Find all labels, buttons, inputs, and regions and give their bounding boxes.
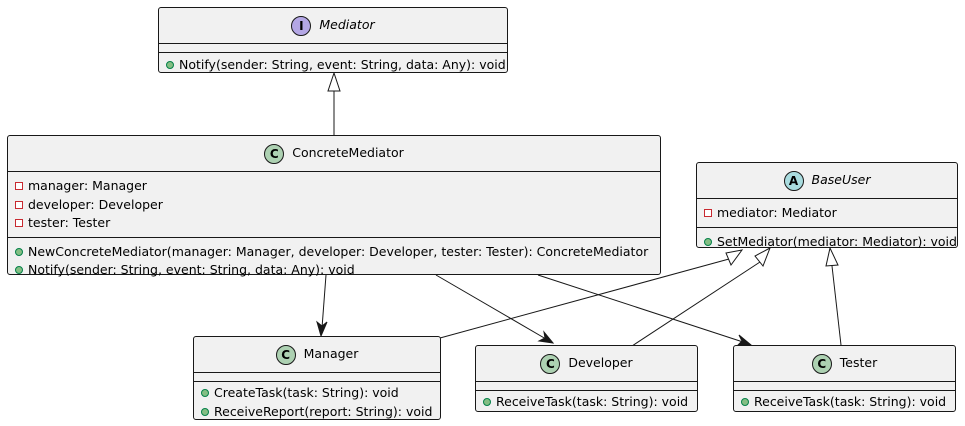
methods-section: ReceiveTask(task: String): void	[734, 391, 955, 416]
class-name: Mediator	[319, 17, 375, 33]
fields-section: mediator: Mediator	[697, 199, 957, 228]
class-name: Tester	[839, 355, 878, 371]
method-signature: SetMediator(mediator: Mediator): void	[717, 233, 957, 249]
field-row: mediator: Mediator	[704, 204, 957, 223]
method-signature: ReceiveTask(task: String): void	[496, 394, 689, 409]
public-visibility-icon	[15, 247, 23, 256]
edge-concretemediator-to-developer	[435, 274, 547, 340]
public-visibility-icon	[201, 389, 209, 398]
fields-section	[194, 373, 440, 382]
fields-section: manager: Manager developer: Developer te…	[8, 172, 660, 238]
private-visibility-icon	[15, 200, 23, 209]
public-visibility-icon	[166, 61, 174, 70]
method-row: Notify(sender: String, event: String, da…	[166, 56, 507, 75]
class-name: ConcreteMediator	[292, 145, 404, 161]
class-badge-icon: C	[540, 353, 561, 374]
private-visibility-icon	[704, 209, 712, 218]
class-box-tester[interactable]: C Tester ReceiveTask(task: String): void	[733, 345, 956, 412]
arrow-head	[537, 330, 555, 344]
method-row: ReceiveTask(task: String): void	[483, 393, 697, 412]
public-visibility-icon	[201, 407, 209, 416]
methods-section: Notify(sender: String, event: String, da…	[159, 53, 507, 79]
method-row: NewConcreteMediator(manager: Manager, de…	[15, 243, 660, 262]
public-visibility-icon	[15, 266, 23, 275]
class-box-concretemediator[interactable]: C ConcreteMediator manager: Manager deve…	[7, 135, 661, 276]
method-row: Notify(sender: String, event: String, da…	[15, 261, 660, 280]
interface-badge-icon: I	[291, 15, 312, 36]
fields-section	[734, 382, 955, 391]
fields-section	[476, 382, 697, 391]
method-signature: ReceiveReport(report: String): void	[214, 403, 433, 419]
method-row: CreateTask(task: String): void	[201, 384, 440, 403]
method-signature: Notify(sender: String, event: String, da…	[28, 262, 355, 277]
methods-section: ReceiveTask(task: String): void	[476, 391, 697, 416]
class-box-developer[interactable]: C Developer ReceiveTask(task: String): v…	[475, 345, 698, 412]
field-row: developer: Developer	[15, 196, 660, 215]
edge-tester-to-baseuser	[831, 265, 842, 346]
class-name: Developer	[568, 355, 633, 371]
methods-section: SetMediator(mediator: Mediator): void	[697, 228, 957, 256]
class-badge-icon: C	[275, 344, 296, 365]
field-signature: manager: Manager	[28, 178, 147, 193]
arrow-head	[316, 320, 328, 338]
method-signature: NewConcreteMediator(manager: Manager, de…	[28, 243, 649, 259]
methods-section: CreateTask(task: String): void ReceiveRe…	[194, 382, 440, 425]
fields-section	[159, 44, 507, 53]
public-visibility-icon	[741, 398, 749, 407]
class-box-mediator[interactable]: I Mediator Notify(sender: String, event:…	[158, 7, 508, 73]
class-header: C Tester	[734, 346, 955, 382]
methods-section: NewConcreteMediator(manager: Manager, de…	[8, 238, 660, 284]
edge-concretemediator-to-tester	[537, 274, 744, 343]
method-row: SetMediator(mediator: Mediator): void	[704, 233, 957, 252]
class-header: C Manager	[194, 337, 440, 373]
field-signature: tester: Tester	[28, 215, 111, 230]
private-visibility-icon	[15, 182, 23, 191]
private-visibility-icon	[15, 219, 23, 228]
class-badge-icon: C	[811, 353, 832, 374]
method-signature: ReceiveTask(task: String): void	[754, 394, 947, 409]
class-header: I Mediator	[159, 8, 507, 44]
method-row: ReceiveReport(report: String): void	[201, 403, 440, 422]
public-visibility-icon	[483, 398, 491, 407]
field-signature: mediator: Mediator	[717, 205, 837, 220]
field-signature: developer: Developer	[28, 196, 163, 212]
abstract-badge-icon: A	[783, 170, 804, 191]
method-row: ReceiveTask(task: String): void	[741, 393, 955, 412]
class-box-manager[interactable]: C Manager CreateTask(task: String): void…	[193, 336, 441, 420]
public-visibility-icon	[704, 237, 712, 246]
method-signature: CreateTask(task: String): void	[214, 385, 399, 400]
class-header: A BaseUser	[697, 163, 957, 199]
class-badge-icon: C	[264, 143, 285, 164]
class-header: C ConcreteMediator	[8, 136, 660, 172]
class-header: C Developer	[476, 346, 697, 382]
class-name: Manager	[303, 346, 359, 362]
method-signature: Notify(sender: String, event: String, da…	[179, 57, 506, 72]
class-name: BaseUser	[811, 172, 871, 188]
field-row: manager: Manager	[15, 177, 660, 196]
class-box-baseuser[interactable]: A BaseUser mediator: Mediator SetMediato…	[696, 162, 958, 248]
field-row: tester: Tester	[15, 214, 660, 233]
